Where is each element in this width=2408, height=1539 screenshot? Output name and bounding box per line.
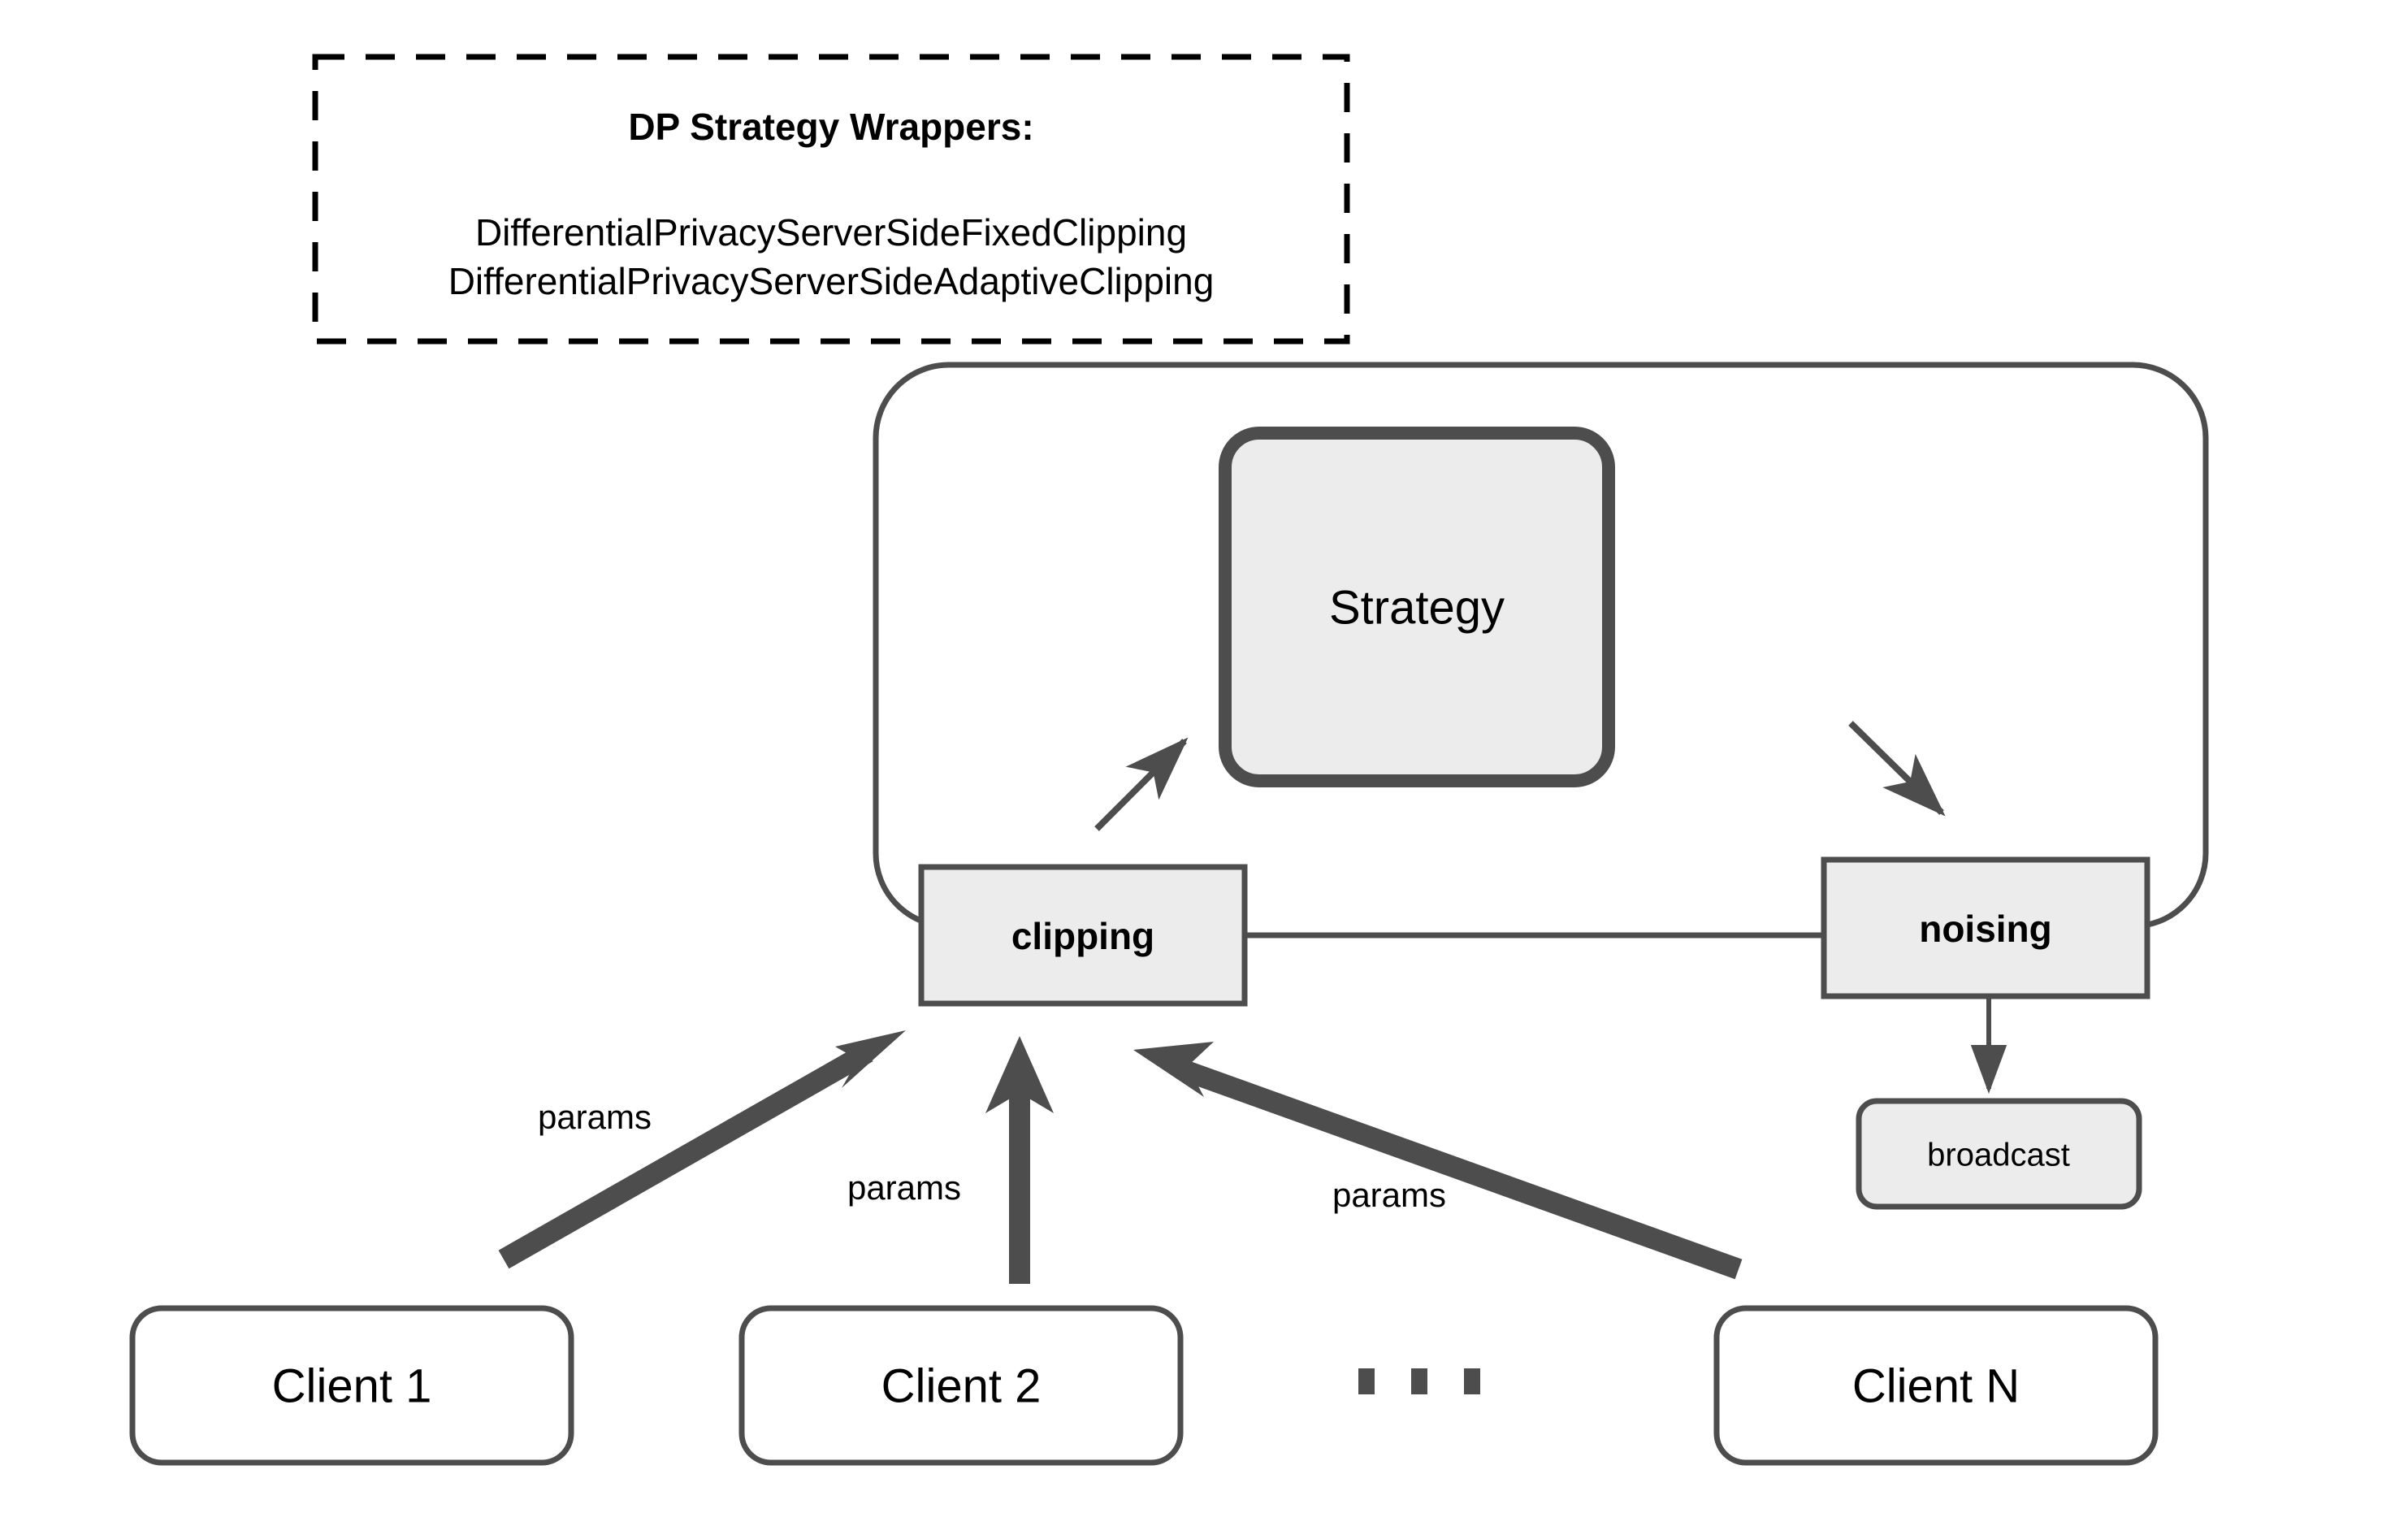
clipping-to-strategy-arrow <box>1094 737 1189 831</box>
wrapper-note-title: DP Strategy Wrappers: <box>628 106 1033 148</box>
ellipsis-dot-1 <box>1358 1368 1375 1394</box>
client-1-label: Client 1 <box>272 1359 432 1412</box>
broadcast-label: broadcast <box>1927 1138 2070 1173</box>
client-node-n[interactable]: Client N <box>1713 1305 2159 1466</box>
clipping-node[interactable]: clipping <box>918 864 1248 1007</box>
noising-label: noising <box>1919 908 2052 950</box>
client-node-2[interactable]: Client 2 <box>738 1305 1184 1466</box>
strategy-node[interactable]: Strategy <box>1219 427 1615 787</box>
edge-label-client1-params: params <box>538 1098 652 1136</box>
strategy-box[interactable] <box>1219 427 1615 787</box>
edge-label-clientN-params: params <box>1332 1176 1446 1214</box>
noising-box[interactable] <box>1821 856 2150 999</box>
ellipsis-dot-2 <box>1411 1368 1427 1394</box>
broadcast-box[interactable] <box>1856 1098 2142 1210</box>
clients-ellipsis-icon <box>1358 1368 1480 1394</box>
client-2-label: Client 2 <box>881 1359 1042 1412</box>
client2-params-arrow <box>985 1036 1054 1284</box>
client-node-1[interactable]: Client 1 <box>129 1305 574 1466</box>
wrapper-note-line-1: DifferentialPrivacyServerSideFixedClippi… <box>475 211 1187 254</box>
clipping-label: clipping <box>1011 915 1154 957</box>
client-n-label: Client N <box>1852 1359 2020 1412</box>
dashed-note-border <box>312 54 1350 345</box>
client-1-box[interactable] <box>129 1305 574 1466</box>
edge-label-client2-params: params <box>847 1168 961 1207</box>
ellipsis-dot-3 <box>1464 1368 1480 1394</box>
broadcast-node[interactable]: broadcast <box>1856 1098 2142 1210</box>
client-2-box[interactable] <box>738 1305 1184 1466</box>
clientN-params-arrow <box>1133 1042 1743 1280</box>
strategy-to-noising-arrow <box>1848 721 1946 817</box>
dp-strategy-wrappers-note: DP Strategy Wrappers: DifferentialPrivac… <box>312 54 1350 345</box>
noising-node[interactable]: noising <box>1821 856 2150 999</box>
client1-params-arrow <box>498 1030 906 1269</box>
clipping-box[interactable] <box>918 864 1248 1007</box>
strategy-label: Strategy <box>1329 581 1505 634</box>
wrapper-note-line-2: DifferentialPrivacyServerSideAdaptiveCli… <box>448 260 1215 302</box>
client-n-box[interactable] <box>1713 1305 2159 1466</box>
